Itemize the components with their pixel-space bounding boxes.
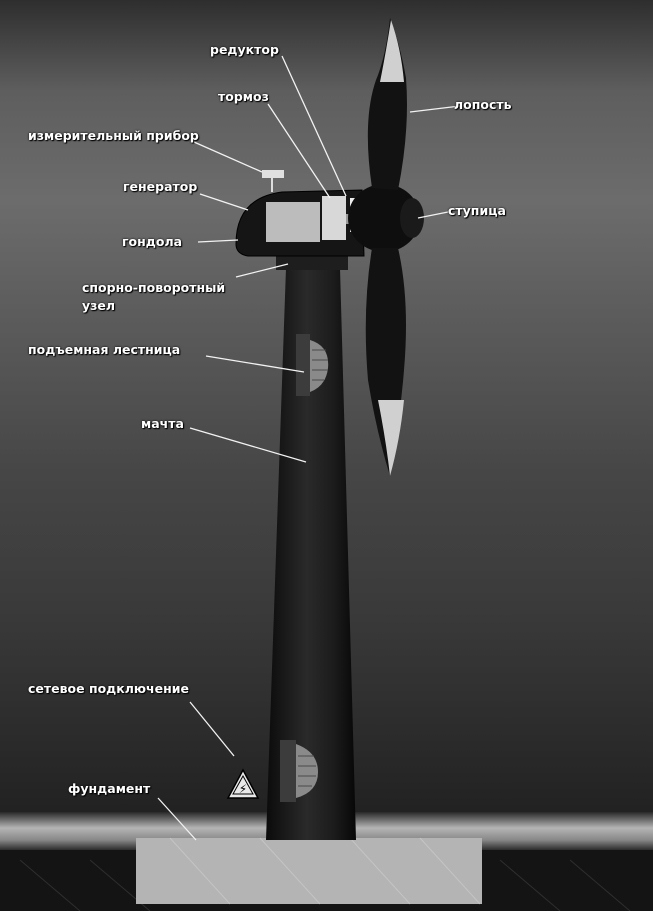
ladder-hatch-lower — [296, 744, 318, 798]
label-fundament: фундамент — [68, 781, 151, 796]
foundation-block — [136, 838, 482, 904]
rotor-blade-lower-tip — [378, 400, 404, 476]
label-podemnaya-lestnica: подъемная лестница — [28, 342, 181, 357]
rotor-blade-upper-tip — [380, 20, 404, 82]
label-generator: генератор — [123, 179, 198, 194]
label-lopast: лопость — [454, 97, 512, 112]
gearbox-block — [322, 196, 346, 240]
label-uzel: узел — [82, 298, 116, 313]
foundation-hatch — [169, 837, 481, 905]
label-machta: мачта — [141, 416, 184, 431]
hub-nose — [400, 198, 424, 238]
label-stupica: ступица — [448, 203, 506, 218]
leader-lines — [157, 55, 461, 841]
tower-mast — [266, 268, 356, 840]
label-setevoe-podklyuchenie: сетевое подключение — [28, 681, 189, 696]
high-voltage-warning-icon — [226, 768, 260, 799]
label-oporno-povorotnyj: спорно-поворотный — [82, 280, 226, 295]
anemometer — [262, 170, 284, 178]
ladder-cutout-lower — [280, 740, 296, 802]
ladder-cutout-upper — [296, 334, 310, 396]
label-izmeritelnyj-pribor: измерительный прибор — [28, 128, 199, 143]
label-reduktor: редуктор — [210, 42, 279, 57]
yaw-bearing — [276, 254, 348, 270]
ladder-hatch-upper — [310, 340, 329, 392]
label-gondola: гондола — [122, 234, 183, 249]
rotor-hub — [348, 184, 420, 252]
warning-sign-symbol: ⚡ — [239, 782, 247, 796]
generator-block — [266, 202, 320, 242]
label-tormoz: тормоз — [218, 89, 269, 104]
